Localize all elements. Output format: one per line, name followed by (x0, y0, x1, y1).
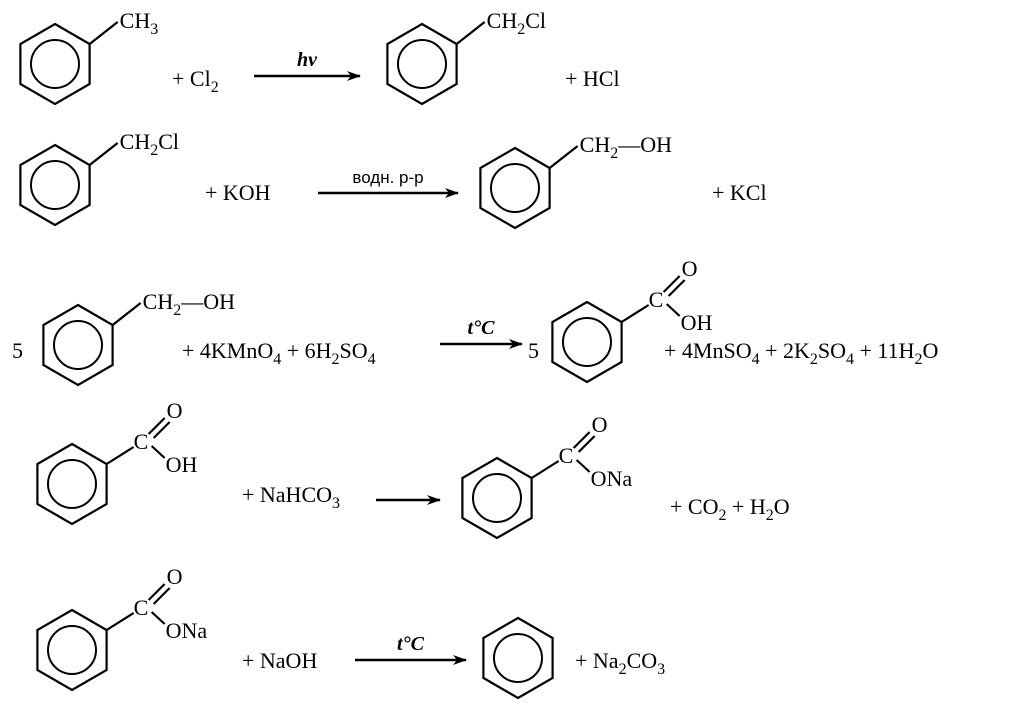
benzene (482, 616, 554, 700)
benzene-ring (386, 22, 458, 106)
aromatic-circle (493, 633, 543, 683)
ring-carbon-bond (106, 612, 135, 631)
substituent-group: CH3 (120, 8, 159, 38)
single-bond-o (150, 611, 166, 625)
sodium-benzoate: CO ONa (461, 412, 633, 540)
aromatic-circle (472, 473, 522, 523)
double-bond-a (662, 275, 681, 293)
arrow-label: hν (297, 49, 318, 71)
carbon-label: C (649, 287, 664, 312)
ring-carbon-bond (531, 460, 560, 479)
substituent-bond (88, 142, 119, 166)
double-bond-a (572, 431, 591, 449)
products-neutralization: + CO2 + H2O (670, 494, 790, 524)
reagent-koh: + KOH (205, 180, 271, 205)
aromatic-circle (47, 625, 97, 675)
byproduct-kcl: + KCl (712, 180, 767, 205)
carbon-label: C (134, 595, 149, 620)
aromatic-circle (30, 160, 80, 210)
carbon-label: C (559, 443, 574, 468)
benzene-ring (479, 146, 551, 230)
aromatic-circle (397, 39, 447, 89)
aromatic-circle (562, 317, 612, 367)
reagent-chlorine: + Cl2 (172, 66, 219, 96)
aromatic-circle (490, 163, 540, 213)
oxygen-label: O (682, 256, 698, 281)
sodium-benzoate: CO ONa (36, 564, 208, 692)
benzene-ring (36, 442, 108, 526)
benzene-ring (482, 616, 554, 700)
product-sodium-carbonate: + Na2CO3 (575, 648, 665, 678)
substituent-group: CH2Cl (120, 129, 179, 159)
substituent-bond (455, 21, 486, 45)
benzoic-acid: CO OH (36, 398, 198, 526)
benzyl-alcohol (42, 302, 142, 387)
oxygen-label: O (167, 564, 183, 589)
ring-carbon-bond (621, 304, 650, 323)
benzene-ring (19, 143, 91, 227)
reagents-oxidation: + 4KMnO4 + 6H2SO4 (182, 338, 376, 368)
double-bond-a (147, 583, 166, 601)
benzyl-chloride (386, 21, 486, 106)
ring-carbon-bond (106, 446, 135, 465)
benzene-ring (19, 22, 91, 106)
arrow-label: t°C (468, 317, 496, 339)
substituent-bond (548, 145, 579, 169)
carbon-label: C (134, 429, 149, 454)
substituent-bond (111, 302, 142, 326)
double-bond-b (577, 435, 596, 453)
single-bond-o (665, 303, 681, 317)
substituent-bond (88, 21, 119, 45)
arrow-label: t°C (397, 633, 425, 655)
arrow-label: водн. р-р (352, 168, 423, 187)
reagent-naoh: + NaOH (242, 648, 317, 673)
hydroxyl-label: ONa (166, 618, 208, 643)
byproduct-hcl: + HCl (565, 66, 620, 91)
substituent-group: CH2—OH (143, 289, 235, 319)
aromatic-circle (47, 459, 97, 509)
oxygen-label: O (167, 398, 183, 423)
benzyl-chloride (19, 142, 119, 227)
aromatic-circle (30, 39, 80, 89)
coefficient: 5 (12, 338, 23, 363)
single-bond-o (150, 445, 166, 459)
single-bond-o (575, 459, 591, 473)
benzene-ring (42, 303, 114, 387)
hydroxyl-label: OH (681, 310, 713, 335)
hydroxyl-label: OH (166, 452, 198, 477)
benzyl-alcohol (479, 145, 579, 230)
oxygen-label: O (592, 412, 608, 437)
substituent-group: CH2—OH (580, 132, 672, 162)
double-bond-b (152, 587, 171, 605)
double-bond-b (152, 421, 171, 439)
benzene-ring (36, 608, 108, 692)
reagent-bicarbonate: + NaHCO3 (242, 482, 340, 512)
products-oxidation: + 4MnSO4 + 2K2SO4 + 11H2O (664, 338, 938, 368)
coefficient: 5 (528, 338, 539, 363)
substituent-group: CH2Cl (487, 8, 546, 38)
hydroxyl-label: ONa (591, 466, 633, 491)
double-bond-a (147, 417, 166, 435)
toluene (19, 21, 119, 106)
benzene-ring (461, 456, 533, 540)
aromatic-circle (53, 320, 103, 370)
benzene-ring (551, 300, 623, 384)
benzoic-acid: CO OH (551, 256, 713, 384)
double-bond-b (667, 279, 686, 297)
